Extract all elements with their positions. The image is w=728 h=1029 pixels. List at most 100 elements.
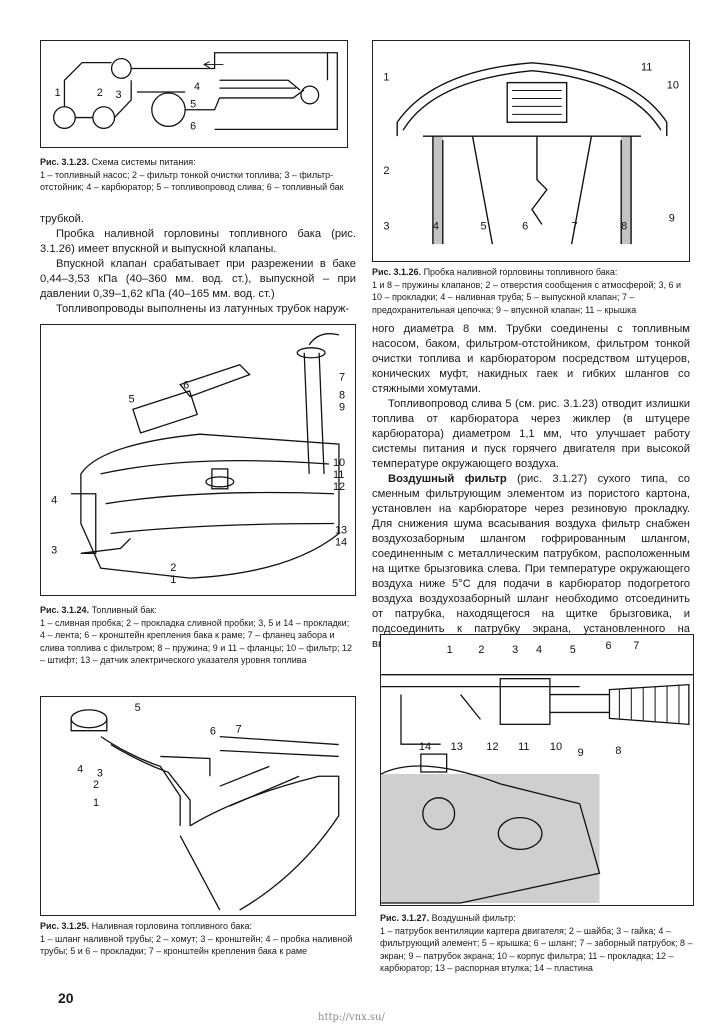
label-2: 2 xyxy=(97,87,103,99)
watermark-url: http://vnx.su/ xyxy=(318,1012,385,1023)
caption-text: 1 – топливный насос; 2 – фильтр тонкой о… xyxy=(40,169,344,193)
caption-3-1-26: Рис. 3.1.26. Пробка наливной горловины т… xyxy=(372,266,690,316)
label-4: 4 xyxy=(433,220,439,232)
figure-3-1-27: 1 2 3 4 5 6 7 8 9 10 11 12 13 14 xyxy=(380,634,694,906)
figure-3-1-25: 1 2 3 4 5 6 7 xyxy=(40,696,356,916)
label-6: 6 xyxy=(190,120,196,132)
label-14: 14 xyxy=(419,741,431,753)
label-5: 5 xyxy=(190,99,196,111)
caption-title: Рис. 3.1.27. xyxy=(380,913,430,923)
label-5: 5 xyxy=(135,702,141,714)
label-10: 10 xyxy=(333,457,345,469)
label-2: 2 xyxy=(478,644,484,656)
label-6: 6 xyxy=(210,726,216,738)
fig25-labels: 1 2 3 4 5 6 7 xyxy=(77,702,242,809)
label-7: 7 xyxy=(339,372,345,384)
caption-title-text: Пробка наливной горловины топливного бак… xyxy=(421,267,618,277)
label-4: 4 xyxy=(194,81,200,93)
fuel-tank-diagram: 1 2 3 4 5 6 7 8 9 10 11 12 13 14 xyxy=(51,333,347,587)
label-4: 4 xyxy=(536,644,542,656)
label-8: 8 xyxy=(621,220,627,232)
label-10: 10 xyxy=(550,741,562,753)
label-7: 7 xyxy=(633,640,639,652)
label-3: 3 xyxy=(383,220,389,232)
caption-title-text: Топливный бак: xyxy=(89,605,157,615)
paragraph: Воздушный фильтр (рис. 3.1.27) сухого ти… xyxy=(372,472,690,652)
caption-title-text: Воздушный фильтр: xyxy=(429,913,516,923)
caption-title-text: Наливная горловина топливного бака: xyxy=(89,921,253,931)
label-13: 13 xyxy=(451,741,463,753)
caption-3-1-27: Рис. 3.1.27. Воздушный фильтр: 1 – патру… xyxy=(380,912,694,975)
caption-text: 1 и 8 – пружины клапанов; 2 – отверстия … xyxy=(372,279,682,315)
label-6: 6 xyxy=(522,220,528,232)
label-11: 11 xyxy=(333,469,344,481)
term-air-filter: Воздушный фильтр xyxy=(388,473,507,485)
paragraph: Впускной клапан срабатывает при разрежен… xyxy=(40,258,356,300)
filler-cap-diagram: 1 2 3 4 5 6 7 8 9 10 11 xyxy=(383,62,679,245)
label-5: 5 xyxy=(480,220,486,232)
label-1: 1 xyxy=(447,644,453,656)
label-3: 3 xyxy=(51,544,57,556)
air-filter-diagram: 1 2 3 4 5 6 7 8 9 10 11 12 13 14 xyxy=(381,640,693,904)
label-6: 6 xyxy=(605,640,611,652)
label-3: 3 xyxy=(115,89,121,101)
figure-3-1-23: 1 2 3 4 5 6 xyxy=(40,40,348,148)
label-1: 1 xyxy=(383,72,389,84)
paragraph: Пробка наливной горловины топливного бак… xyxy=(40,228,356,255)
label-2: 2 xyxy=(170,562,176,574)
caption-text: 1 – шланг наливной трубы; 2 – хомут; 3 –… xyxy=(40,933,353,957)
fig27-labels: 1 2 3 4 5 6 7 8 9 10 11 12 13 14 xyxy=(419,640,639,759)
label-7: 7 xyxy=(572,220,578,232)
label-5: 5 xyxy=(570,644,576,656)
label-4: 4 xyxy=(51,495,57,507)
fig24-labels: 1 2 3 4 5 6 7 8 9 10 11 12 13 14 xyxy=(51,372,347,587)
fig26-labels: 1 2 3 4 5 6 7 8 9 10 11 xyxy=(383,62,679,233)
caption-title: Рис. 3.1.24. xyxy=(40,605,90,615)
caption-title: Рис. 3.1.25. xyxy=(40,921,90,931)
label-2: 2 xyxy=(383,165,389,177)
caption-text: 1 – сливная пробка; 2 – прокладка сливно… xyxy=(40,617,353,666)
label-12: 12 xyxy=(486,741,498,753)
caption-3-1-23: Рис. 3.1.23. Схема системы питания: 1 – … xyxy=(40,156,356,194)
label-1: 1 xyxy=(170,574,176,586)
label-11: 11 xyxy=(518,741,529,753)
caption-text: 1 – патрубок вентиляции картера двигател… xyxy=(380,925,693,974)
label-4: 4 xyxy=(77,763,83,775)
label-8: 8 xyxy=(339,389,345,401)
paragraph-text: (рис. 3.1.27) сухого типа, со сменным фи… xyxy=(372,473,690,650)
label-6: 6 xyxy=(183,380,189,392)
label-13: 13 xyxy=(335,524,347,536)
label-8: 8 xyxy=(615,745,621,757)
paragraph: ного диаметра 8 мм. Трубки соединены с т… xyxy=(372,323,690,395)
fuel-system-diagram: 1 2 3 4 5 6 xyxy=(53,52,338,132)
paragraph: трубкой. xyxy=(40,213,84,225)
left-text-block: трубкой. Пробка наливной горловины топли… xyxy=(40,212,356,317)
label-1: 1 xyxy=(93,797,99,809)
caption-title: Рис. 3.1.23. xyxy=(40,157,90,167)
right-text-block: ного диаметра 8 мм. Трубки соединены с т… xyxy=(372,322,690,652)
label-9: 9 xyxy=(578,747,584,759)
figure-3-1-26: 1 2 3 4 5 6 7 8 9 10 11 xyxy=(372,40,690,262)
label-10: 10 xyxy=(667,80,679,92)
filler-neck-diagram: 1 2 3 4 5 6 7 xyxy=(70,702,340,911)
label-9: 9 xyxy=(669,212,675,224)
fig23-labels: 1 2 3 4 5 6 xyxy=(55,81,200,132)
caption-title: Рис. 3.1.26. xyxy=(372,267,422,277)
label-14: 14 xyxy=(335,536,347,548)
label-11: 11 xyxy=(641,62,652,74)
label-1: 1 xyxy=(55,87,61,99)
label-7: 7 xyxy=(236,724,242,736)
label-3: 3 xyxy=(512,644,518,656)
label-9: 9 xyxy=(339,401,345,413)
label-12: 12 xyxy=(333,481,345,493)
page-number: 20 xyxy=(58,990,74,1006)
label-2: 2 xyxy=(93,779,99,791)
paragraph: Топливопроводы выполнены из латунных тру… xyxy=(56,303,350,315)
figure-3-1-24: 1 2 3 4 5 6 7 8 9 10 11 12 13 14 xyxy=(40,324,356,596)
label-3: 3 xyxy=(97,767,103,779)
caption-3-1-24: Рис. 3.1.24. Топливный бак: 1 – сливная … xyxy=(40,604,356,667)
caption-3-1-25: Рис. 3.1.25. Наливная горловина топливно… xyxy=(40,920,356,958)
label-5: 5 xyxy=(129,393,135,405)
caption-title-text: Схема системы питания: xyxy=(89,157,196,167)
paragraph: Топливопровод слива 5 (см. рис. 3.1.23) … xyxy=(372,398,690,470)
